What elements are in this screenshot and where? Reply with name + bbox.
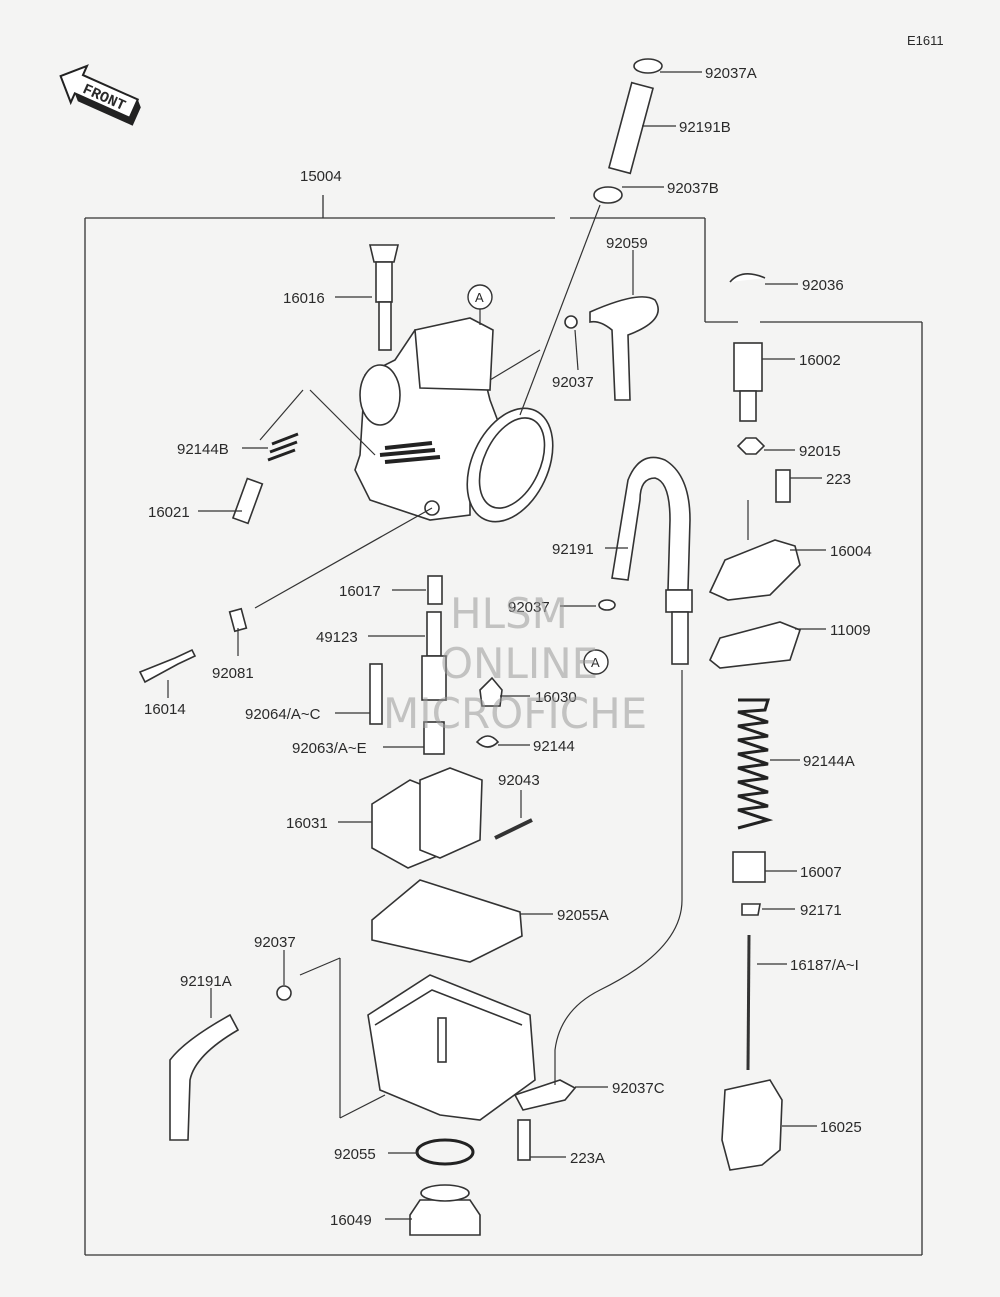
label-16187: 16187/A~I: [790, 957, 859, 974]
label-92191: 92191: [552, 541, 594, 558]
label-92144b: 92144B: [177, 441, 229, 458]
label-16030: 16030: [535, 689, 577, 706]
carburetor-body: A: [354, 284, 554, 523]
label-16007: 16007: [800, 864, 842, 881]
fuel-hose-parts: A: [564, 58, 693, 675]
label-49123: 49123: [316, 629, 358, 646]
part-labels: 92037A 92191B 92037B 92059 92036 16002 1…: [144, 65, 872, 1229]
label-92064: 92064/A~C: [245, 706, 321, 723]
watermark-line2: ONLINE: [440, 639, 598, 688]
label-92144: 92144: [533, 738, 575, 755]
label-16002: 16002: [799, 352, 841, 369]
label-92081: 92081: [212, 665, 254, 682]
front-arrow-icon: FRONT: [59, 64, 141, 126]
label-92037b: 92037B: [667, 180, 719, 197]
label-16025: 16025: [820, 1119, 862, 1136]
connection-lines: [254, 204, 749, 1119]
label-leaders: [167, 71, 826, 1220]
label-16016: 16016: [283, 290, 325, 307]
label-92055a: 92055A: [557, 907, 609, 924]
watermark-line3: MICROFICHE: [383, 689, 647, 738]
label-16021: 16021: [148, 504, 190, 521]
label-92055: 92055: [334, 1146, 376, 1163]
label-92037-upper: 92037: [552, 374, 594, 391]
label-92015: 92015: [799, 443, 841, 460]
label-92036: 92036: [802, 277, 844, 294]
label-92037c: 92037C: [612, 1080, 665, 1097]
watermark-line1: HLSM: [450, 589, 568, 638]
label-16014: 16014: [144, 701, 186, 718]
label-16004: 16004: [830, 543, 872, 560]
label-92063: 92063/A~E: [292, 740, 367, 757]
label-92037a: 92037A: [705, 65, 757, 82]
jet-parts: [138, 432, 533, 963]
watermark: HLSM ONLINE MICROFICHE: [383, 589, 647, 738]
assembly-frame: [84, 195, 923, 1256]
diagram-code: E1611: [907, 33, 944, 48]
float-bowl-parts: [169, 974, 577, 1236]
label-16049: 16049: [330, 1212, 372, 1229]
label-92191b: 92191B: [679, 119, 731, 136]
label-92037-lower: 92037: [254, 934, 296, 951]
throttle-parts: [708, 273, 801, 1171]
label-92037-mid: 92037: [508, 599, 550, 616]
label-16017: 16017: [339, 583, 381, 600]
label-92043: 92043: [498, 772, 540, 789]
label-92059: 92059: [606, 235, 648, 252]
part-16016-screw: [368, 244, 400, 351]
label-11009: 11009: [830, 622, 871, 639]
circle-marker-a-mid: A: [591, 655, 600, 670]
label-223a: 223A: [570, 1150, 605, 1167]
circle-marker-a-top: A: [475, 290, 484, 305]
label-223: 223: [826, 471, 851, 488]
assembly-label: 15004: [300, 168, 342, 185]
label-92191a: 92191A: [180, 973, 232, 990]
label-16031: 16031: [286, 815, 328, 832]
label-92171: 92171: [800, 902, 842, 919]
label-92144a: 92144A: [803, 753, 855, 770]
